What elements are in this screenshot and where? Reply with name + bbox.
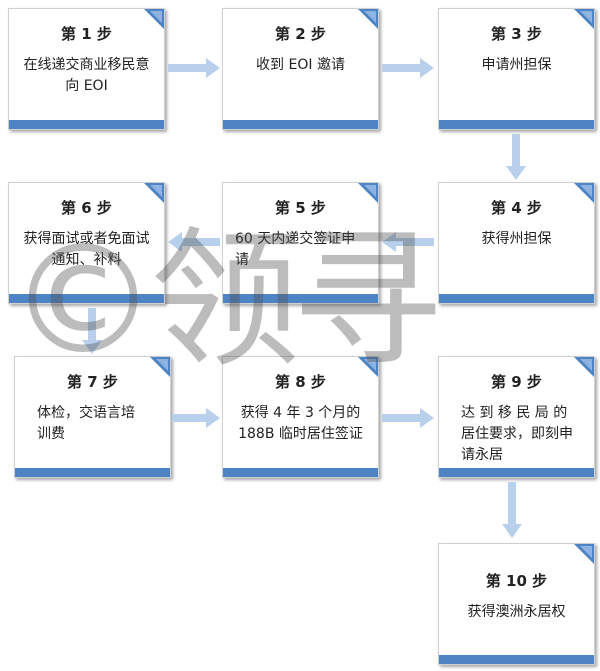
arrow-right-icon: [382, 58, 434, 78]
step-label: 第 1 步: [61, 25, 112, 43]
arrow-left-icon: [168, 232, 220, 252]
step-description: 收到 EOI 邀请: [256, 57, 345, 73]
step-bar: [223, 468, 378, 477]
step-description: 获得州担保: [481, 231, 552, 247]
step-card-9: 第 9 步 达 到 移 民 局 的居住要求，即刻申请永居: [438, 356, 595, 478]
step-label: 第 8 步: [275, 373, 326, 391]
step-label: 第 6 步: [61, 199, 112, 217]
step-description: 获得澳洲永居权: [467, 604, 566, 620]
corner-fold-icon: [574, 357, 594, 377]
step-bar: [439, 468, 594, 477]
step-description: 获得面试或者免面试通知、补料: [23, 231, 150, 268]
corner-fold-icon: [144, 183, 164, 203]
step-card-10: 第 10 步 获得澳洲永居权: [438, 543, 595, 665]
step-card-8: 第 8 步 获得 4 年 3 个月的 188B 临时居住签证: [222, 356, 379, 478]
step-card-1: 第 1 步 在线递交商业移民意向 EOI: [8, 8, 165, 130]
arrow-right-icon: [168, 58, 220, 78]
step-label: 第 10 步: [485, 572, 548, 590]
corner-fold-icon: [574, 9, 594, 29]
step-card-2: 第 2 步 收到 EOI 邀请: [222, 8, 379, 130]
step-card-6: 第 6 步 获得面试或者免面试通知、补料: [8, 182, 165, 304]
arrow-right-icon: [382, 408, 434, 428]
corner-fold-icon: [574, 544, 594, 564]
corner-fold-icon: [144, 9, 164, 29]
step-description: 获得 4 年 3 个月的 188B 临时居住签证: [238, 405, 363, 442]
step-bar: [223, 294, 378, 303]
step-bar: [439, 655, 594, 664]
corner-fold-icon: [574, 183, 594, 203]
step-description: 体检，交语言培训费: [37, 405, 135, 442]
step-label: 第 4 步: [491, 199, 542, 217]
step-bar: [15, 468, 170, 477]
arrow-down-icon: [502, 482, 522, 538]
corner-fold-icon: [358, 357, 378, 377]
corner-fold-icon: [150, 357, 170, 377]
step-label: 第 3 步: [491, 25, 542, 43]
step-label: 第 7 步: [67, 373, 118, 391]
step-bar: [9, 120, 164, 129]
step-description: 在线递交商业移民意向 EOI: [23, 57, 150, 94]
step-bar: [223, 120, 378, 129]
corner-fold-icon: [358, 9, 378, 29]
step-bar: [9, 294, 164, 303]
arrow-down-icon: [506, 134, 526, 180]
step-card-5: 第 5 步 60 天内递交签证申请: [222, 182, 379, 304]
corner-fold-icon: [358, 183, 378, 203]
arrow-left-icon: [382, 232, 434, 252]
step-label: 第 9 步: [491, 373, 542, 391]
step-description: 达 到 移 民 局 的居住要求，即刻申请永居: [461, 405, 573, 463]
step-description: 申请州担保: [481, 57, 552, 73]
step-label: 第 2 步: [275, 25, 326, 43]
step-bar: [439, 120, 594, 129]
step-description: 60 天内递交签证申请: [235, 231, 356, 268]
step-card-7: 第 7 步 体检，交语言培训费: [14, 356, 171, 478]
arrow-right-icon: [172, 408, 220, 428]
step-bar: [439, 294, 594, 303]
arrow-down-icon: [82, 308, 102, 354]
step-label: 第 5 步: [275, 199, 326, 217]
step-card-4: 第 4 步 获得州担保: [438, 182, 595, 304]
step-card-3: 第 3 步 申请州担保: [438, 8, 595, 130]
